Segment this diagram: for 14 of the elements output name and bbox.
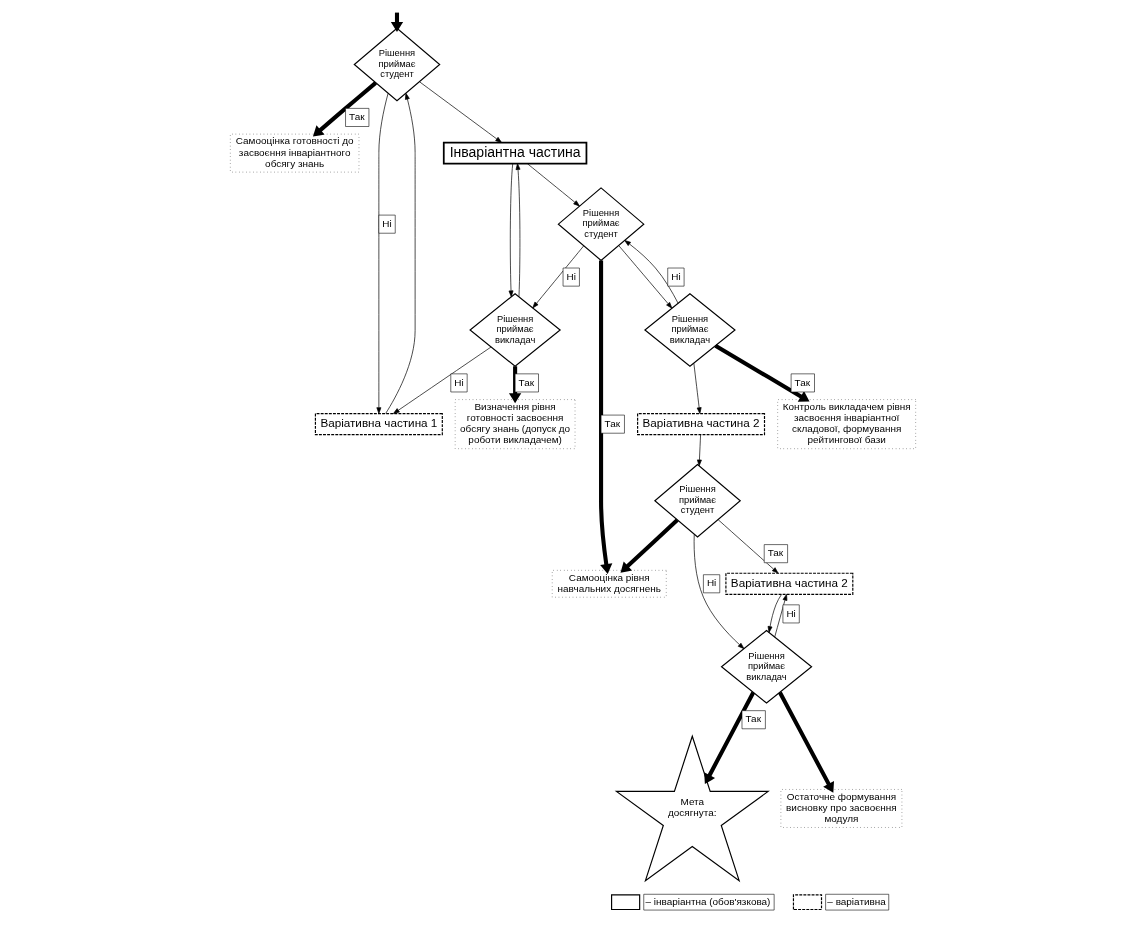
legend-label: – інваріантна (обов'язкова) [645,895,771,907]
edge-label: Так [745,713,761,725]
edge-label: Ні [671,270,681,282]
edge-label: Ні [786,607,796,619]
edge-label: Так [604,417,621,429]
edge-label: Так [794,376,811,388]
edge-label: Так [518,376,535,388]
edge-label: Так [349,111,365,123]
edge-label: Так [767,547,784,559]
edge-label: Ні [382,217,392,229]
edge-label: Ні [454,376,464,388]
edge-label: Ні [706,577,717,589]
edge-label: Ні [566,270,576,282]
legend-label: – варіативна [827,895,886,907]
